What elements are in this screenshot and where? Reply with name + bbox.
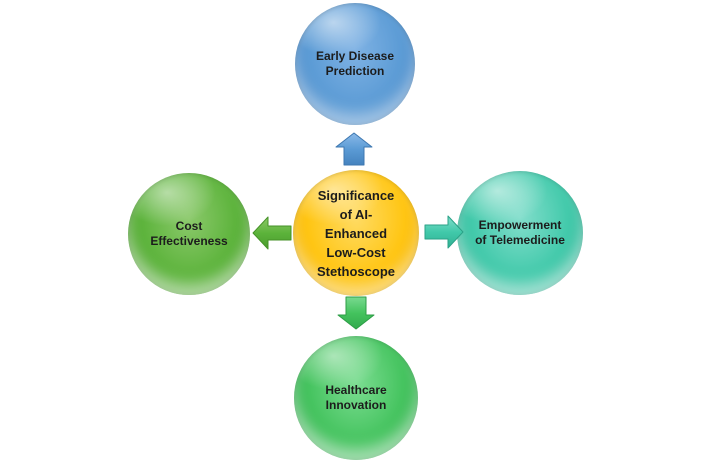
node-early-disease-prediction: Early Disease Prediction [295, 3, 415, 125]
node-label-center-significance: Significance of AI- Enhanced Low-Cost St… [316, 187, 395, 279]
node-empowerment-of-telemedicine: Empowerment of Telemedicine [457, 171, 583, 295]
node-label-cost-effectiveness: Cost Effectiveness [150, 219, 228, 248]
node-healthcare-innovation: Healthcare Innovation [294, 336, 418, 460]
up-arrow-icon [335, 132, 373, 171]
node-center-significance: Significance of AI- Enhanced Low-Cost St… [293, 170, 419, 296]
left-arrow-icon [252, 216, 292, 256]
down-arrow-icon [336, 296, 376, 335]
node-label-early-disease-prediction: Early Disease Prediction [315, 49, 395, 78]
node-label-healthcare-innovation: Healthcare Innovation [325, 383, 387, 412]
node-label-empowerment-of-telemedicine: Empowerment of Telemedicine [475, 218, 565, 247]
right-arrow-icon [424, 215, 464, 255]
node-cost-effectiveness: Cost Effectiveness [128, 173, 250, 295]
